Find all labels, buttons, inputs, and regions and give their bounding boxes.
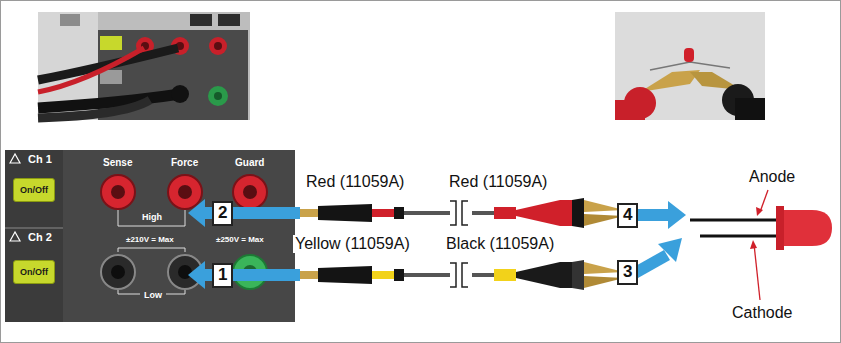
label: Sense xyxy=(103,157,132,168)
label: Guard xyxy=(235,157,264,168)
label: ±210V = Max xyxy=(126,236,174,245)
front-panel xyxy=(5,150,295,322)
label: Red (11059A) xyxy=(447,173,549,191)
led-symbol xyxy=(690,190,832,300)
led-photo xyxy=(615,12,765,120)
label: Red (11059A) xyxy=(304,173,406,191)
label: Anode xyxy=(747,168,797,186)
red-cable xyxy=(262,198,624,228)
label: Force xyxy=(171,157,198,168)
instrument-photo xyxy=(38,12,250,120)
label: Low xyxy=(144,291,162,301)
callout-number: 3 xyxy=(617,260,638,285)
callout-number: 2 xyxy=(212,201,233,226)
button-label: On/Off xyxy=(20,185,48,195)
on-off-button: On/Off xyxy=(13,260,55,284)
label: Cathode xyxy=(730,304,795,322)
callout-arrows xyxy=(188,199,686,289)
label: Ch 2 xyxy=(28,231,52,243)
black-cable xyxy=(262,260,624,290)
callout-number: 4 xyxy=(617,203,638,228)
label: Black (11059A) xyxy=(444,235,556,253)
callout-number: 1 xyxy=(212,263,233,288)
label: ±250V = Max xyxy=(216,236,264,245)
on-off-button: On/Off xyxy=(13,178,55,202)
label: Yellow (11059A) xyxy=(293,235,412,253)
button-label: On/Off xyxy=(20,267,48,277)
label: Ch 1 xyxy=(28,153,52,165)
label: High xyxy=(142,213,162,223)
